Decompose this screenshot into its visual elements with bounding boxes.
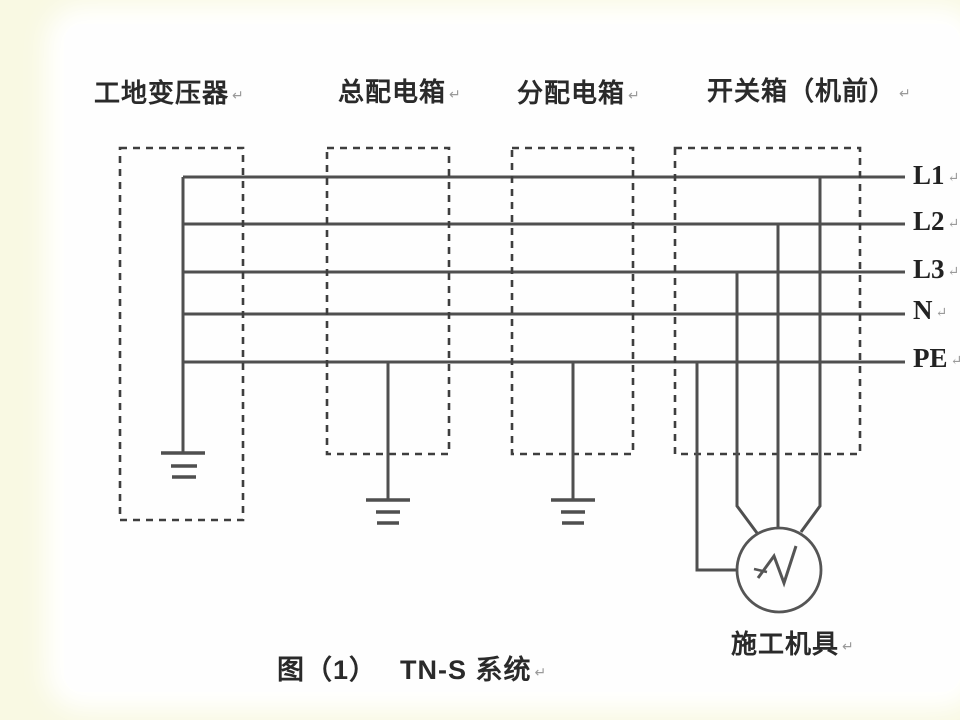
label-construction-machine: 施工机具↵ [731,630,854,659]
bus-label-l2: L2↵ [913,208,959,235]
bus-label-l3: L3↵ [913,256,959,283]
label-text: 施工机具 [731,629,840,659]
bus-label-l1: L1↵ [913,162,959,189]
bus-lines [183,175,905,364]
label-text: L2 [913,206,945,236]
paragraph-mark: ↵ [947,217,960,232]
dashed-boxes [118,146,862,522]
caption-text: 图（1） TN-S 系统 [277,655,532,685]
label-text: PE [913,343,948,373]
paragraph-mark: ↵ [534,664,547,680]
earth-symbol-sub-box [551,498,595,525]
label-text: N [913,295,933,325]
label-text: L3 [913,254,945,284]
earth-symbol-transformer [161,451,205,479]
paragraph-mark: ↵ [842,638,854,654]
pe-drop-wire [695,362,736,572]
label-site-transformer: 工地变压器↵ [94,79,244,108]
paragraph-mark: ↵ [935,306,948,321]
label-switch-box: 开关箱（机前）↵ [707,77,911,106]
figure-caption: 图（1） TN-S 系统↵ [277,648,546,687]
lightning-bolt-barb [753,567,768,574]
l3-drop-wire [735,272,759,534]
label-text: 分配电箱 [517,78,626,108]
lightning-bolt-icon [756,545,798,588]
paragraph-mark: ↵ [899,85,911,101]
drop-wires [181,177,822,572]
label-text: 总配电箱 [338,77,447,107]
label-text: 工地变压器 [94,78,230,108]
earth-symbols [161,451,595,525]
label-text: L1 [913,160,945,190]
main-distribution-dashed-box [325,146,451,456]
l1-drop-wire [799,177,822,533]
paragraph-mark: ↵ [449,86,461,102]
earth-symbol-main-box [366,498,410,525]
label-sub-distribution-box: 分配电箱↵ [517,79,640,108]
paragraph-mark: ↵ [947,265,960,280]
label-text: 开关箱（机前） [707,76,897,106]
paragraph-mark: ↵ [232,87,244,103]
paragraph-mark: ↵ [950,354,960,369]
paragraph-mark: ↵ [947,171,960,186]
machine-symbol [735,526,823,614]
paragraph-mark: ↵ [628,87,640,103]
label-main-distribution-box: 总配电箱↵ [338,78,461,107]
switch-box-dashed-box [673,146,862,456]
motor-circle [735,526,823,614]
bus-label-n: N↵ [913,297,947,324]
bus-label-pe: PE↵ [913,345,960,372]
